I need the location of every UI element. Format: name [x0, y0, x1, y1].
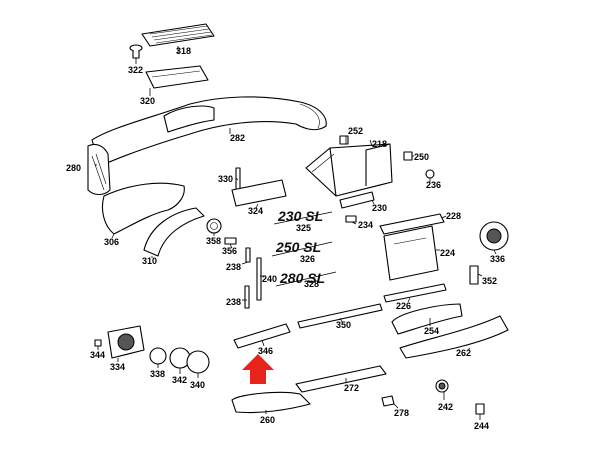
- callout-labels: 318 322 320 282 280 252 218 250 236 330 …: [66, 46, 505, 431]
- callout-228: 228: [446, 211, 461, 221]
- badge-230-text: 230 SL: [277, 208, 323, 224]
- callout-320: 320: [140, 96, 155, 106]
- part-238-stud-lower: [244, 285, 250, 309]
- part-228-strip: [379, 213, 445, 235]
- callout-234: 234: [358, 220, 373, 230]
- callout-322: 322: [128, 65, 143, 75]
- callout-244: 244: [474, 421, 489, 431]
- part-218-glovebox: [305, 143, 393, 197]
- callout-242: 242: [438, 402, 453, 412]
- part-254-pad: [391, 303, 463, 335]
- callout-342: 342: [172, 375, 187, 385]
- part-252-clip: [339, 135, 349, 145]
- callout-324: 324: [248, 206, 263, 216]
- callout-336: 336: [490, 254, 505, 264]
- part-318-grille: [141, 23, 215, 47]
- callout-318: 318: [176, 46, 191, 56]
- callout-325: 325: [296, 223, 311, 233]
- badge-280-text: 280 SL: [279, 270, 325, 286]
- part-306-cover: [101, 182, 185, 235]
- callout-328: 328: [304, 279, 319, 289]
- part-278-clip: [381, 395, 395, 407]
- part-242-switch: [435, 379, 449, 393]
- callout-236: 236: [426, 180, 441, 190]
- part-356-clip: [224, 237, 237, 245]
- badge-250-text: 250 SL: [275, 239, 321, 255]
- callout-352: 352: [482, 276, 497, 286]
- callout-280: 280: [66, 163, 81, 173]
- callout-326: 326: [300, 254, 315, 264]
- part-234-clip: [345, 215, 357, 223]
- part-352-hook: [469, 265, 479, 285]
- callout-282: 282: [230, 133, 245, 143]
- part-280-side-panel: [87, 143, 111, 196]
- part-324-plate: [231, 179, 287, 207]
- callout-344: 344: [90, 350, 105, 360]
- callout-260: 260: [260, 415, 275, 425]
- part-240-rod: [256, 257, 262, 301]
- part-282-dashboard: [91, 96, 327, 167]
- part-260-panel: [231, 391, 311, 414]
- callout-238b: 238: [226, 297, 241, 307]
- callout-218: 218: [372, 139, 387, 149]
- callout-238a: 238: [226, 262, 241, 272]
- red-arrow-up-icon: [242, 354, 274, 384]
- badge-230sl: 230 SL: [273, 208, 333, 225]
- callout-346: 346: [258, 346, 273, 356]
- part-338-ring: [149, 347, 167, 365]
- callout-350: 350: [336, 320, 351, 330]
- callout-334: 334: [110, 362, 125, 372]
- leader-lines: [95, 46, 497, 420]
- part-322-knob: [129, 44, 143, 59]
- callout-278: 278: [394, 408, 409, 418]
- part-320-cover: [145, 65, 209, 89]
- callout-338: 338: [150, 369, 165, 379]
- part-344-screw: [94, 339, 102, 347]
- part-250-clip: [403, 151, 413, 161]
- callout-226: 226: [396, 301, 411, 311]
- part-262-pad: [399, 315, 509, 359]
- part-336-speaker: [479, 221, 509, 251]
- callout-262: 262: [456, 348, 471, 358]
- part-358-ring: [206, 218, 222, 234]
- part-310-knee-pad: [143, 207, 205, 257]
- part-236-knob: [425, 169, 435, 179]
- badge-250sl: 250 SL: [271, 239, 333, 257]
- callout-330: 330: [218, 174, 233, 184]
- part-238-stud: [245, 247, 251, 263]
- callout-340: 340: [190, 380, 205, 390]
- callout-358: 358: [206, 236, 221, 246]
- callout-254: 254: [424, 326, 439, 336]
- part-224-door: [383, 225, 439, 281]
- callout-224: 224: [440, 248, 455, 258]
- part-244-knob: [475, 403, 485, 415]
- part-272-trim: [295, 365, 387, 393]
- part-340-ring: [186, 350, 210, 374]
- callout-310: 310: [142, 256, 157, 266]
- callout-250: 250: [414, 152, 429, 162]
- callout-306: 306: [104, 237, 119, 247]
- part-334-bezel: [107, 325, 145, 359]
- callout-230: 230: [372, 203, 387, 213]
- callout-252: 252: [348, 126, 363, 136]
- part-226-trim: [383, 283, 447, 303]
- badge-280sl: 280 SL: [275, 270, 337, 287]
- callout-240: 240: [262, 274, 277, 284]
- part-350-trim: [297, 303, 383, 329]
- part-346-strip: [233, 323, 291, 349]
- part-230-hinge: [339, 191, 375, 209]
- callout-356: 356: [222, 246, 237, 256]
- callout-272: 272: [344, 383, 359, 393]
